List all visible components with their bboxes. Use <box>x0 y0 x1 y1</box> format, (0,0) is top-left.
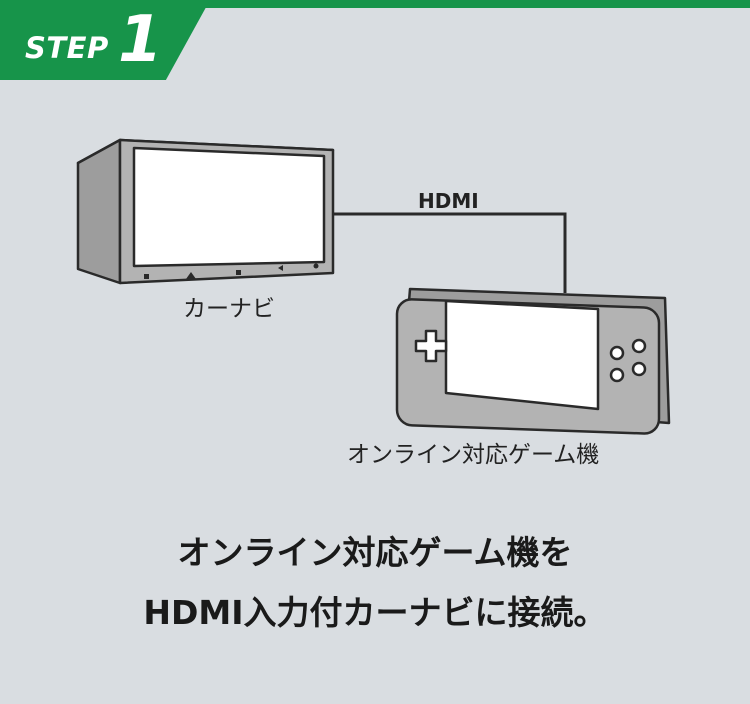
car-navi-button-dot <box>313 263 319 269</box>
car-navi-side-face <box>76 138 122 285</box>
car-navi-buttons <box>144 263 319 279</box>
game-console-screen <box>444 299 600 411</box>
accent-top-bar <box>0 0 750 8</box>
action-button-3 <box>609 367 625 383</box>
car-navi-label: カーナビ <box>183 296 275 322</box>
car-navi-button-stop <box>236 270 241 275</box>
game-console-label: オンライン対応ゲーム機 <box>347 442 600 468</box>
dpad-icon <box>414 329 448 363</box>
caption-line-2: HDMI入力付カーナビに接続。 <box>143 593 607 632</box>
hdmi-cable <box>332 212 567 293</box>
caption-line-1: オンライン対応ゲーム機を <box>177 533 573 572</box>
game-console-icon <box>395 287 671 435</box>
car-navi-button-back <box>278 265 283 271</box>
car-navi-icon <box>76 138 335 285</box>
step-word: STEP <box>25 31 109 65</box>
action-button-1 <box>609 345 625 361</box>
action-button-4 <box>631 361 647 377</box>
car-navi-button-home <box>144 274 149 279</box>
car-navi-button-eject <box>186 272 196 279</box>
step-number: 1 <box>118 3 163 77</box>
action-buttons <box>609 338 647 383</box>
car-navi-screen <box>132 146 326 268</box>
hdmi-cable-label: HDMI <box>418 189 479 213</box>
action-button-2 <box>631 338 647 354</box>
